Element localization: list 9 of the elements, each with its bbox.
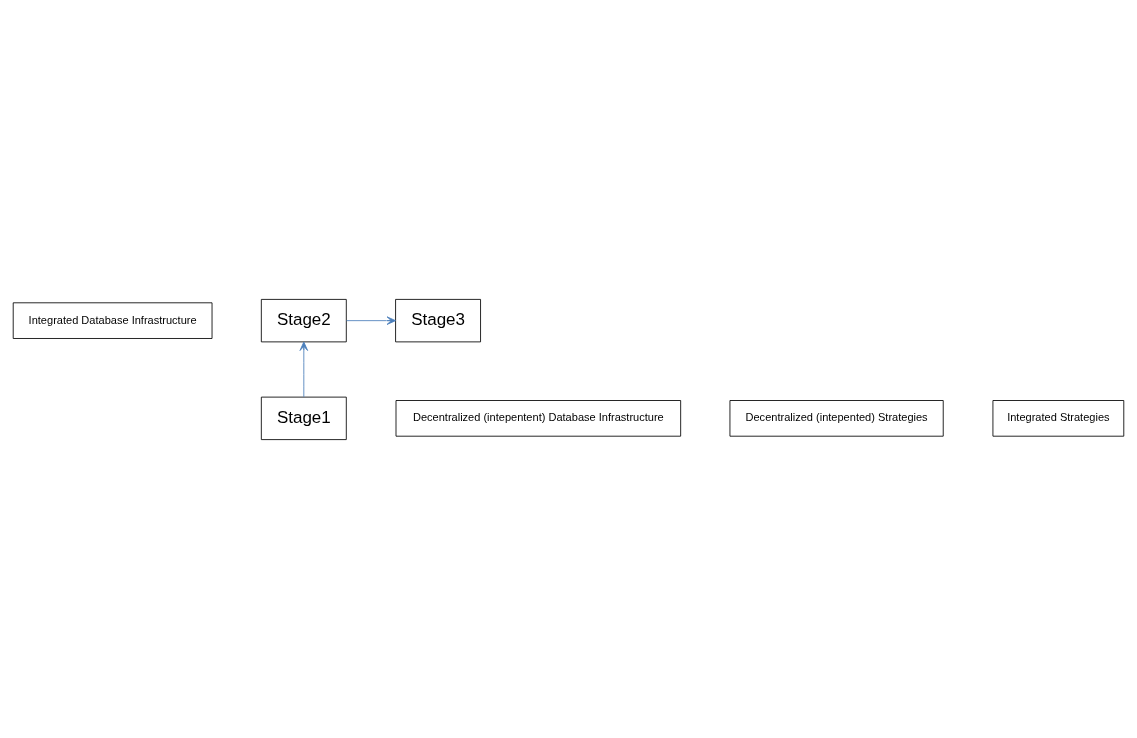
node-box: Stage1 bbox=[260, 396, 347, 440]
node-box: Stage2 bbox=[260, 298, 347, 342]
node-box: Integrated Strategies bbox=[992, 399, 1125, 437]
node-box: Stage3 bbox=[395, 298, 481, 342]
arrow bbox=[346, 315, 396, 325]
node-box: Decentralized (intepented) Strategies bbox=[729, 399, 944, 437]
node-box: Decentralized (intepentent) Database Infrastructure bbox=[395, 399, 682, 437]
node-box: Integrated Database Infrastructure bbox=[12, 301, 213, 339]
arrow bbox=[299, 341, 309, 397]
